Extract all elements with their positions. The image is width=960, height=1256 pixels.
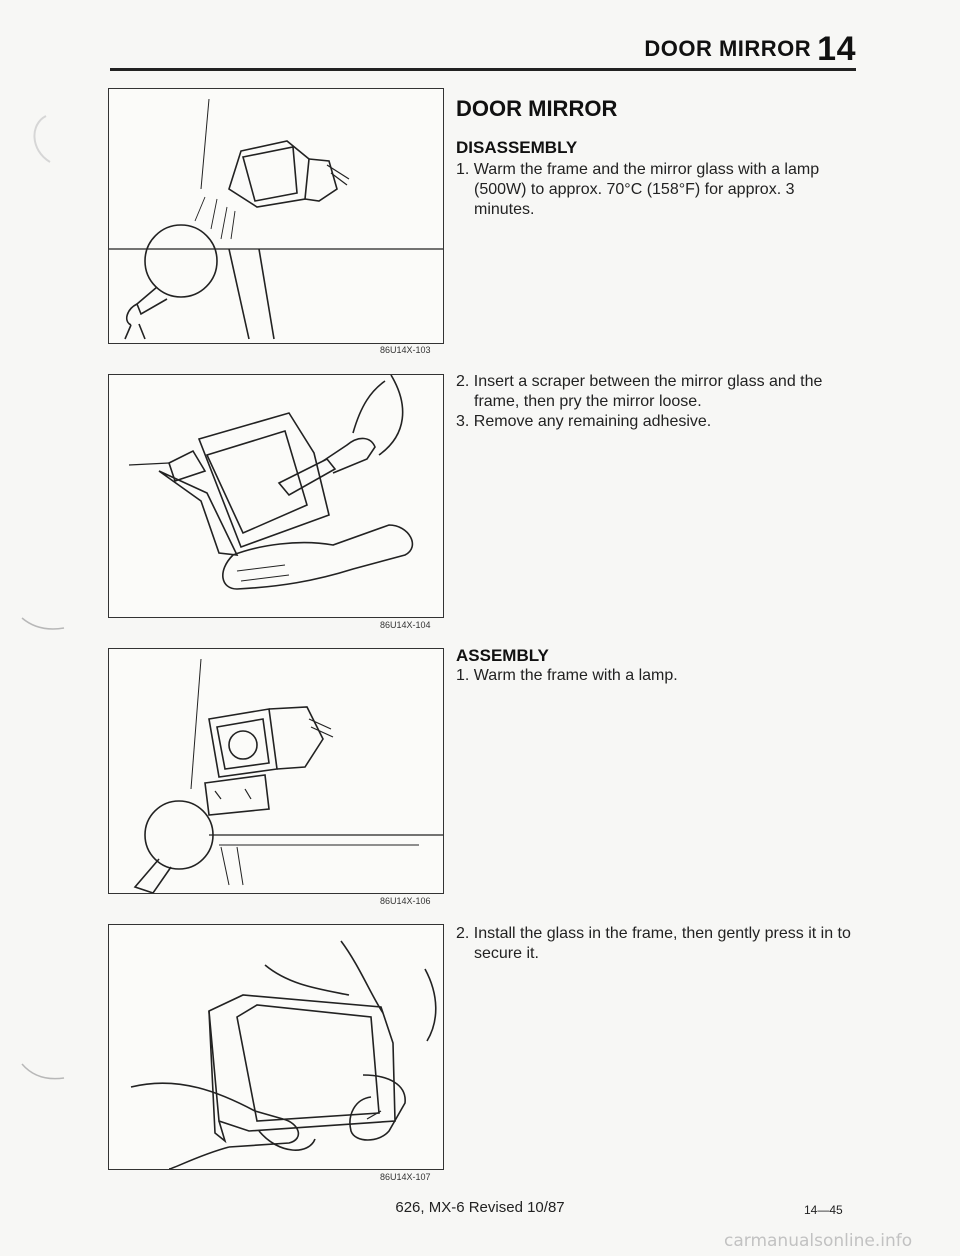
assembly-step-2: 2. Install the glass in the frame, then … <box>456 925 851 962</box>
figure-code: 86U14X-107 <box>380 1172 431 1182</box>
header-title: DOOR MIRROR <box>644 36 812 61</box>
figure-code: 86U14X-106 <box>380 896 431 906</box>
assembly-heading: ASSEMBLY <box>456 646 549 665</box>
lamp-heating-mirror-icon <box>109 98 443 340</box>
disassembly-steps-2-3: 2. Insert a scraper between the mirror g… <box>456 372 856 432</box>
disassembly-heading: DISASSEMBLY <box>456 138 578 157</box>
disassembly-step-3: 3. Remove any remaining adhesive. <box>456 413 712 430</box>
assembly-step-1: 1. Warm the frame with a lamp. <box>456 667 678 684</box>
figure-code: 86U14X-103 <box>380 345 431 355</box>
figure-lamp-heating-mirror <box>108 88 444 344</box>
figure-scraper-prying-mirror <box>108 374 444 618</box>
disassembly-step-2: 2. Insert a scraper between the mirror g… <box>456 373 823 410</box>
header-rule <box>110 68 856 71</box>
figure-code: 86U14X-104 <box>380 620 431 630</box>
lamp-heating-frame-icon <box>133 658 443 893</box>
figure-hands-pressing-glass <box>108 924 444 1170</box>
figure-lamp-heating-frame <box>108 648 444 894</box>
hands-pressing-glass-icon <box>130 940 437 1169</box>
disassembly-block: DOOR MIRROR DISASSEMBLY 1. Warm the fram… <box>456 96 856 220</box>
margin-mark <box>21 1063 65 1080</box>
section-number: 14 <box>817 30 856 68</box>
watermark: carmanualsonline.info <box>724 1231 913 1251</box>
scraper-prying-mirror-icon <box>128 375 414 590</box>
section-title: DOOR MIRROR <box>456 96 618 121</box>
disassembly-step-1: 1. Warm the frame and the mirror glass w… <box>456 161 820 218</box>
assembly-block: ASSEMBLY 1. Warm the frame with a lamp. <box>456 646 856 686</box>
margin-mark <box>33 115 51 163</box>
margin-mark <box>21 617 65 630</box>
revision-note: 626, MX-6 Revised 10/87 <box>395 1199 565 1216</box>
assembly-step-2-block: 2. Install the glass in the frame, then … <box>456 924 856 964</box>
page-number: 14—45 <box>804 1203 843 1217</box>
